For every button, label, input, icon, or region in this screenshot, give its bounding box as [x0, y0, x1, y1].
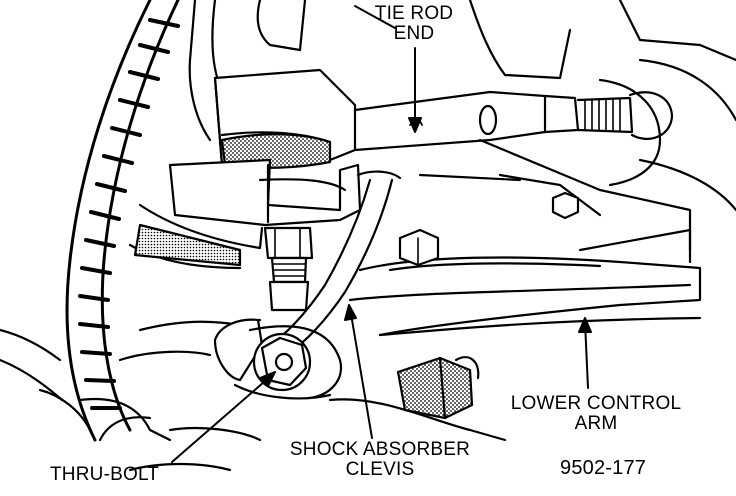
tire-tread [0, 0, 180, 442]
shock-absorber-clevis [268, 170, 402, 354]
control-arm-nut [398, 191, 580, 267]
tie-rod-end-label: TIE ROD END [364, 4, 464, 44]
shock-absorber-clevis-label: SHOCK ABSORBER CLEVIS [280, 440, 480, 480]
subframe-bushing [38, 356, 507, 472]
thru-bolt-assembly [213, 318, 343, 400]
tie-rod-end [213, 68, 674, 169]
tie-rod-end-label-line2: END [393, 23, 435, 44]
ball-joint-stud [263, 226, 314, 312]
callout-leaders [171, 5, 592, 463]
tie-rod-end-label-line1: TIE ROD [374, 3, 454, 24]
lower-control-arm-label-line2: ARM [574, 413, 618, 434]
figure-number: 9502-177 [560, 457, 647, 479]
shock-absorber-label-line1: SHOCK ABSORBER [289, 439, 471, 460]
knuckle-bracket [128, 158, 362, 270]
chassis-background [188, 0, 736, 252]
shock-absorber-label-line2: CLEVIS [345, 459, 415, 480]
thru-bolt-label: THRU-BOLT [50, 464, 160, 485]
lower-control-arm-label: LOWER CONTROL ARM [496, 394, 696, 434]
lower-control-arm-label-line1: LOWER CONTROL [510, 393, 682, 414]
